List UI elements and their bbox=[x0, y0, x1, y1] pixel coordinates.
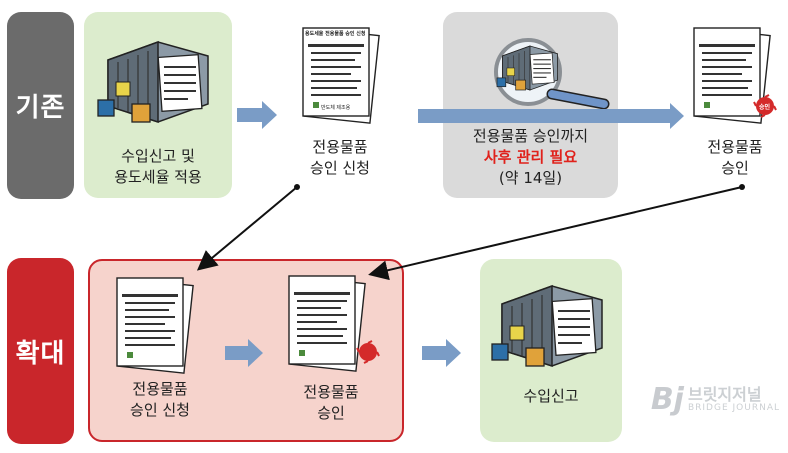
arrow-step3-to-step4 bbox=[418, 103, 684, 129]
existing-step1-label: 수입신고 및 용도세율 적용 bbox=[114, 147, 202, 186]
watermark-name: 브릿지저널 bbox=[687, 384, 762, 404]
magnifier-icon bbox=[494, 38, 610, 110]
expanded-application-document-icon bbox=[116, 277, 194, 374]
doc-company-text: 반도체 제조용 bbox=[321, 105, 351, 111]
existing-row-label-text: 기존 bbox=[15, 93, 66, 123]
expanded-step2-label: 전용물품 승인 bbox=[303, 383, 359, 422]
expanded-step3-label: 수입신고 bbox=[523, 387, 579, 405]
doc-title-text: 용도세율 전용물품 승인 신청 bbox=[305, 31, 366, 37]
connector-approval-moved bbox=[368, 186, 743, 281]
doc-stamp-text: 승인 bbox=[759, 104, 771, 111]
bridge-journal-watermark: Bj 브릿지저널 BRIDGE JOURNAL bbox=[651, 382, 780, 417]
expanded-container-illustration bbox=[491, 285, 603, 367]
post-management-emphasis: 사후 관리 필요 bbox=[483, 148, 578, 166]
watermark-sub: BRIDGE JOURNAL bbox=[687, 402, 780, 413]
existing-row-label: 기존 bbox=[7, 12, 74, 199]
arrow-expanded-step1-to-step2 bbox=[225, 339, 263, 367]
arrow-expanded-to-import bbox=[422, 339, 461, 367]
expanded-approval-document-icon bbox=[288, 275, 366, 372]
existing-step2-label: 전용물품 승인 신청 bbox=[310, 138, 370, 177]
existing-step4-label: 전용물품 승인 bbox=[707, 138, 763, 177]
container-illustration bbox=[97, 41, 209, 123]
arrow-step1-to-step2 bbox=[237, 101, 277, 129]
watermark-logo: Bj bbox=[650, 382, 684, 417]
existing-step3-label: 전용물품 승인까지 사후 관리 필요 (약 14일) bbox=[443, 126, 618, 189]
expanded-row-label-text: 확대 bbox=[15, 338, 66, 369]
expanded-step1-label: 전용물품 승인 신청 bbox=[130, 380, 190, 419]
connector-application-moved bbox=[196, 186, 298, 271]
expanded-approval-stamp-icon bbox=[356, 340, 380, 364]
expanded-row-label: 확대 bbox=[7, 258, 74, 444]
